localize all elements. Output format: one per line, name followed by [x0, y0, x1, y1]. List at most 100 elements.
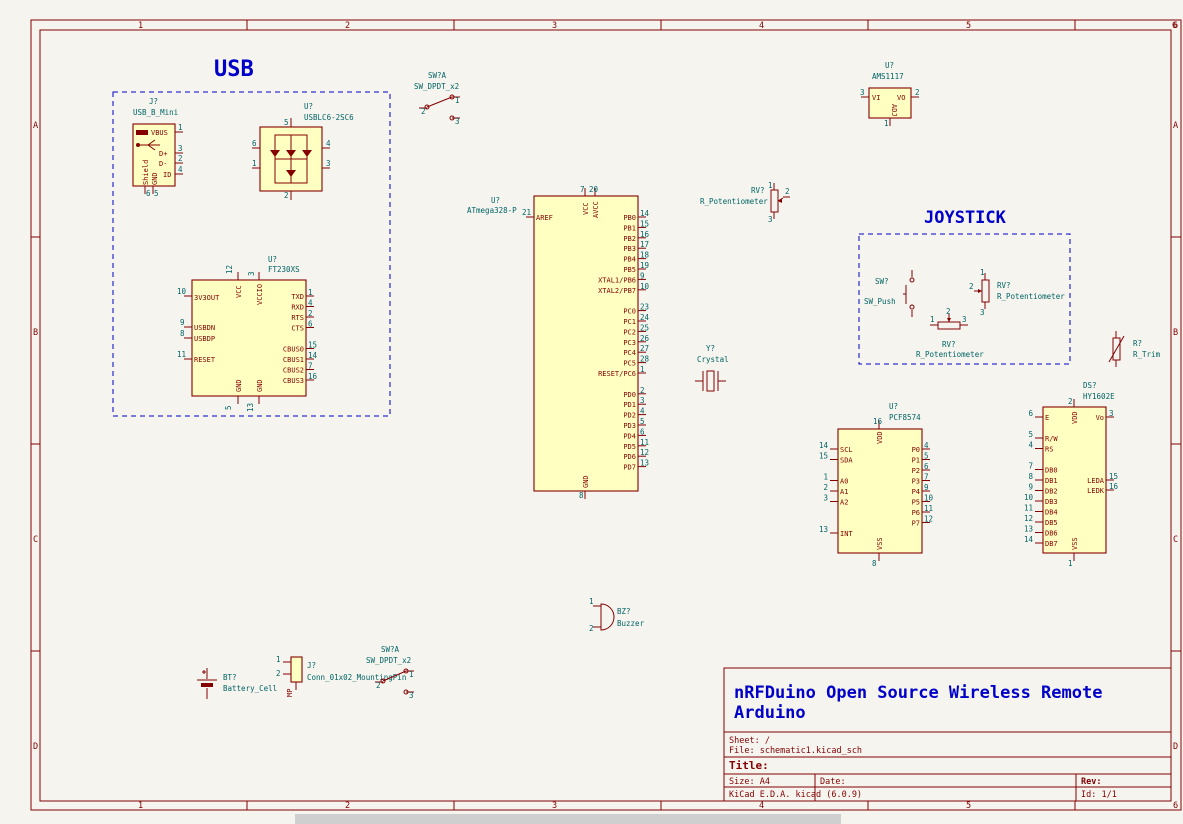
- hy1602e-lcd-display[interactable]: DS? HY1602E E6R/W5RS4DB07DB18DB29DB310DB…: [1024, 381, 1119, 568]
- pin-number: 1: [640, 365, 645, 374]
- pin-number: 1: [823, 473, 828, 482]
- frame-col-label: 1: [138, 801, 143, 811]
- svg-text:R_Potentiometer: R_Potentiometer: [916, 350, 984, 359]
- usb-mini-connector[interactable]: J? USB_B_Mini VBUS D+ D- ID Shield GND 1…: [132, 97, 183, 198]
- frame-col-label: 5: [966, 21, 971, 31]
- svg-text:4: 4: [326, 139, 331, 148]
- outer-frame: [30, 19, 1182, 811]
- potentiometer-top[interactable]: RV? R_Potentiometer 1 2 3: [700, 181, 790, 224]
- pin-name: Vo: [1096, 414, 1104, 422]
- svg-text:2: 2: [589, 624, 594, 633]
- svg-text:8: 8: [180, 329, 185, 338]
- pin-number: 16: [308, 372, 318, 381]
- pin-name: P1: [912, 457, 920, 465]
- buzzer[interactable]: BZ? Buzzer 1 2: [589, 597, 645, 633]
- svg-text:DS?: DS?: [1083, 381, 1097, 390]
- ft230xs-usb-uart[interactable]: U? FT230XS 3V3OUT USBDN USBDP RESET 10 9…: [177, 255, 318, 412]
- pin-number: 17: [640, 240, 649, 249]
- pin-number: 6: [308, 320, 313, 329]
- svg-text:SW?A: SW?A: [428, 71, 447, 80]
- pin-name: P2: [912, 467, 920, 475]
- pin-number: 9: [1028, 483, 1033, 492]
- pin-name: P0: [912, 446, 920, 454]
- svg-text:2: 2: [785, 187, 790, 196]
- inner-frame: [39, 29, 1172, 802]
- svg-text:J?: J?: [307, 661, 316, 670]
- frame-row-label: A: [33, 121, 38, 131]
- pin-name: DB1: [1045, 477, 1058, 485]
- joystick-push-switch[interactable]: SW? SW_Push: [864, 270, 915, 317]
- svg-text:USBLC6-2SC6: USBLC6-2SC6: [304, 113, 354, 122]
- svg-text:2: 2: [1068, 397, 1073, 406]
- svg-text:3: 3: [860, 88, 865, 97]
- svg-text:D-: D-: [159, 160, 167, 168]
- usblc6-esd-protection[interactable]: U? USBLC6-2SC6 5 6 1 4 3 2: [252, 102, 354, 200]
- pin-number: 19: [640, 261, 649, 270]
- pin-name: R/W: [1045, 435, 1058, 443]
- svg-text:5: 5: [154, 189, 159, 198]
- ams1117-regulator[interactable]: U? AMS1117 VI VO ADJ 3 2 1: [860, 61, 920, 128]
- pin-name: PD6: [623, 453, 636, 461]
- title-label: Title:: [729, 759, 769, 772]
- pin-name: CBUS1: [283, 356, 304, 364]
- pin-number: 23: [640, 303, 649, 312]
- frame-row-label: D: [1173, 742, 1178, 752]
- file-label: File: schematic1.kicad_sch: [729, 746, 862, 756]
- svg-text:U?: U?: [268, 255, 277, 264]
- pin-number: 12: [924, 515, 933, 524]
- pin-number: 16: [640, 230, 650, 239]
- pin-name: PC1: [623, 318, 636, 326]
- pin-number: 13: [819, 525, 828, 534]
- pin-name: CBUS3: [283, 377, 304, 385]
- svg-text:5: 5: [224, 405, 233, 410]
- battery-cell[interactable]: BT? Battery_Cell: [197, 668, 277, 699]
- sw-dpdt-bottom[interactable]: SW?A SW_DPDT_x2 2 1 3: [366, 645, 414, 700]
- pin-number: 15: [640, 219, 649, 228]
- svg-text:13: 13: [246, 403, 255, 412]
- svg-text:3: 3: [980, 308, 985, 317]
- svg-text:1: 1: [768, 181, 773, 190]
- svg-text:VO: VO: [897, 94, 905, 102]
- pin-number: 3: [823, 494, 828, 503]
- svg-text:SW_DPDT_x2: SW_DPDT_x2: [366, 656, 411, 665]
- svg-text:R_Potentiometer: R_Potentiometer: [997, 292, 1065, 301]
- svg-text:VCC: VCC: [235, 285, 243, 298]
- frame-col-label: 6: [1172, 21, 1177, 31]
- svg-text:USBDN: USBDN: [194, 324, 215, 332]
- pin-number: 6: [924, 462, 929, 471]
- joystick-potentiometer-2[interactable]: RV? R_Potentiometer 1 2 3: [916, 307, 984, 359]
- pin-number: 14: [308, 351, 318, 360]
- atmega328p-mcu[interactable]: U? ATmega328-P AREF 21 VCC AVCC 7 20 PB0…: [467, 185, 650, 500]
- horizontal-scrollbar[interactable]: [295, 814, 841, 824]
- svg-text:12: 12: [225, 265, 234, 274]
- svg-text:VSS: VSS: [876, 537, 884, 550]
- pin-name: PD3: [623, 422, 636, 430]
- svg-text:SW?A: SW?A: [381, 645, 400, 654]
- pin-name: A0: [840, 478, 848, 486]
- crystal-oscillator[interactable]: Y? Crystal: [695, 344, 729, 392]
- pin-number: 9: [640, 271, 645, 280]
- joystick-potentiometer-1[interactable]: RV? R_Potentiometer 1 2 3: [969, 268, 1065, 317]
- svg-text:1: 1: [409, 670, 414, 679]
- pin-number: 15: [819, 452, 828, 461]
- svg-text:VI: VI: [872, 94, 880, 102]
- svg-text:1: 1: [980, 268, 985, 277]
- pin-number: 1: [308, 288, 313, 297]
- pin-name: DB5: [1045, 519, 1058, 527]
- svg-text:HY1602E: HY1602E: [1083, 392, 1115, 401]
- svg-text:USBDP: USBDP: [194, 335, 215, 343]
- size-label: Size: A4: [729, 777, 770, 787]
- trim-resistor[interactable]: R? R_Trim: [1108, 331, 1161, 367]
- joystick-group-title: JOYSTICK: [924, 208, 1007, 228]
- project-title-line2: Arduino: [734, 703, 806, 723]
- connector-1x02-mounting-pin[interactable]: J? Conn_01x02_MountingPin 1 2 MP: [276, 655, 406, 697]
- svg-text:1: 1: [589, 597, 594, 606]
- pin-number: 12: [1024, 514, 1033, 523]
- pin-number: 11: [924, 504, 933, 513]
- frame-row-label: B: [1173, 328, 1178, 338]
- pin-number: 10: [924, 494, 934, 503]
- svg-text:2: 2: [178, 154, 183, 163]
- sw-dpdt-top[interactable]: SW?A SW_DPDT_x2 2 1 3: [414, 71, 460, 126]
